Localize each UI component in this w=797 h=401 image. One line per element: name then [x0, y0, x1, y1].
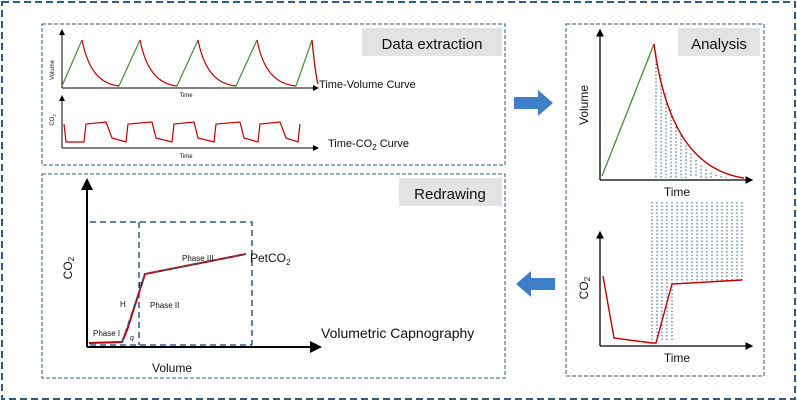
vcap-title: Volumetric Capnography — [321, 325, 474, 341]
co2-y-label: CO2 — [50, 114, 57, 126]
arrow-right — [514, 90, 553, 116]
co2-hatching — [651, 202, 743, 342]
inspiration-lines — [61, 39, 258, 87]
co2-waveform — [63, 121, 301, 143]
analysis-title: Analysis — [691, 36, 747, 53]
curve2-label: Time-CO2 Curve — [328, 138, 409, 152]
analysis-panel: Analysis Volume Time CO2 Time — [565, 23, 765, 377]
extraction-title-bg — [362, 28, 502, 56]
phase1-label: Phase I — [93, 329, 120, 338]
extraction-panel: Data extraction Volume Time Time-Volume … — [41, 23, 506, 166]
an-vol-y-label: Volume — [577, 85, 591, 125]
vcap-x-label: Volume — [152, 361, 192, 375]
an-inspiration — [601, 43, 655, 177]
an-vol-x-label: Time — [664, 185, 691, 199]
h-label: H — [120, 300, 126, 309]
an-co2-x-label: Time — [664, 351, 691, 365]
vcap-curve — [88, 253, 247, 344]
co2-x-label: Time — [179, 154, 193, 160]
phase-guides — [90, 221, 253, 346]
an-expiration — [653, 43, 745, 179]
volume-hatching — [655, 53, 742, 178]
an-co2-curve — [602, 275, 743, 344]
vol-x-label: Time — [179, 93, 193, 99]
expiration-curves — [81, 39, 297, 87]
vcap-overlay — [121, 253, 247, 343]
q-label: q — [130, 335, 134, 342]
redrawing-title: Redrawing — [414, 186, 486, 203]
redrawing-panel: Redrawing CO2 Volume Phase I Phase II Ph… — [41, 173, 506, 379]
phase2-label: Phase II — [150, 301, 179, 310]
vcap-y-label: CO2 — [61, 256, 76, 279]
extraction-title: Data extraction — [382, 36, 483, 53]
arrow-left — [516, 271, 555, 297]
an-co2-y-label: CO2 — [577, 276, 592, 299]
curve1-label: Time-Volume Curve — [319, 79, 416, 91]
phase3-label: Phase III — [182, 254, 214, 263]
vol-y-label: Volume — [50, 59, 56, 80]
p-label: p — [138, 281, 143, 288]
petco2-label: PetCO2 — [250, 251, 291, 267]
